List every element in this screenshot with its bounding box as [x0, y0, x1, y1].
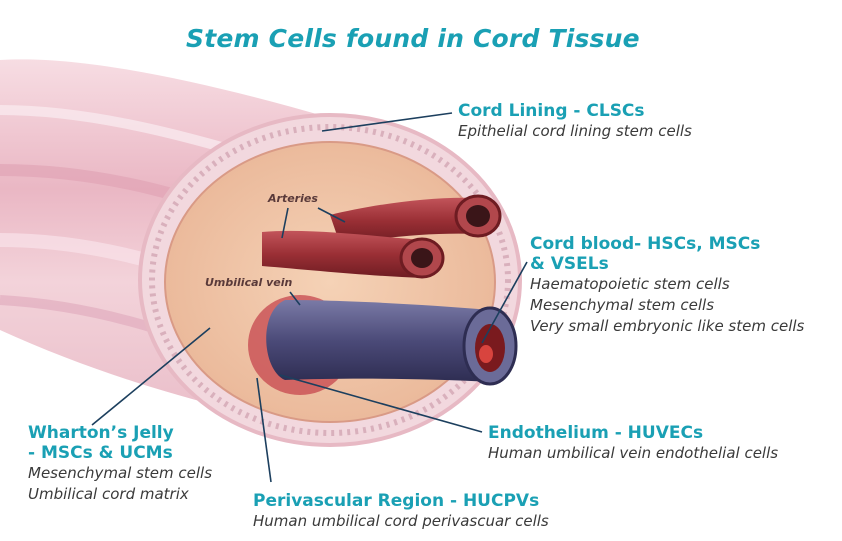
artery-lower [262, 230, 422, 278]
umbilical-vein [266, 300, 490, 382]
label-arteries: Arteries [268, 192, 318, 205]
leader-perivascular [256, 377, 272, 483]
callout-endothelium: Endothelium - HUVECs Human umbilical vei… [488, 423, 778, 464]
callout-description: Epithelial cord lining stem cells [458, 122, 692, 140]
callout-perivascular: Perivascular Region - HUCPVs Human umbil… [253, 491, 549, 532]
callout-heading: Cord blood- HSCs, MSCs [530, 234, 761, 254]
leader-cord-blood [481, 261, 528, 344]
callout-heading: Perivascular Region - HUCPVs [253, 491, 540, 511]
cord-lining-cells [149, 124, 511, 436]
callout-cord-blood: Cord blood- HSCs, MSCs & VSELs Haematopo… [530, 234, 804, 337]
leader-arteries [281, 207, 289, 239]
leader-whartons-jelly [91, 327, 211, 426]
callout-whartons-jelly: Wharton’s Jelly - MSCs & UCMs Mesenchyma… [28, 423, 212, 505]
leader-endothelium [279, 374, 483, 433]
leader-umbilical-vein [289, 291, 301, 306]
callout-heading: Endothelium - HUVECs [488, 423, 704, 443]
callout-description: Mesenchymal stem cells [530, 296, 715, 314]
callout-heading: & VSELs [530, 254, 609, 274]
callout-description: Umbilical cord matrix [28, 485, 189, 503]
callout-heading: Cord Lining - CLSCs [458, 101, 645, 121]
artery-upper [330, 197, 478, 244]
callout-cord-lining: Cord Lining - CLSCs Epithelial cord lini… [458, 101, 692, 142]
callout-description: Haematopoietic stem cells [530, 275, 730, 293]
callout-heading: Wharton’s Jelly [28, 423, 174, 443]
callout-description: Human umbilical vein endothelial cells [488, 444, 779, 462]
callout-description: Mesenchymal stem cells [28, 464, 213, 482]
label-umbilical-vein: Umbilical vein [205, 276, 293, 289]
leader-cord-lining [321, 112, 453, 132]
page-title: Stem Cells found in Cord Tissue [186, 24, 640, 53]
callout-description: Human umbilical cord perivascuar cells [253, 512, 549, 530]
callout-heading: - MSCs & UCMs [28, 443, 173, 463]
leader-arteries [317, 207, 346, 223]
callout-description: Very small embryonic like stem cells [530, 317, 805, 335]
